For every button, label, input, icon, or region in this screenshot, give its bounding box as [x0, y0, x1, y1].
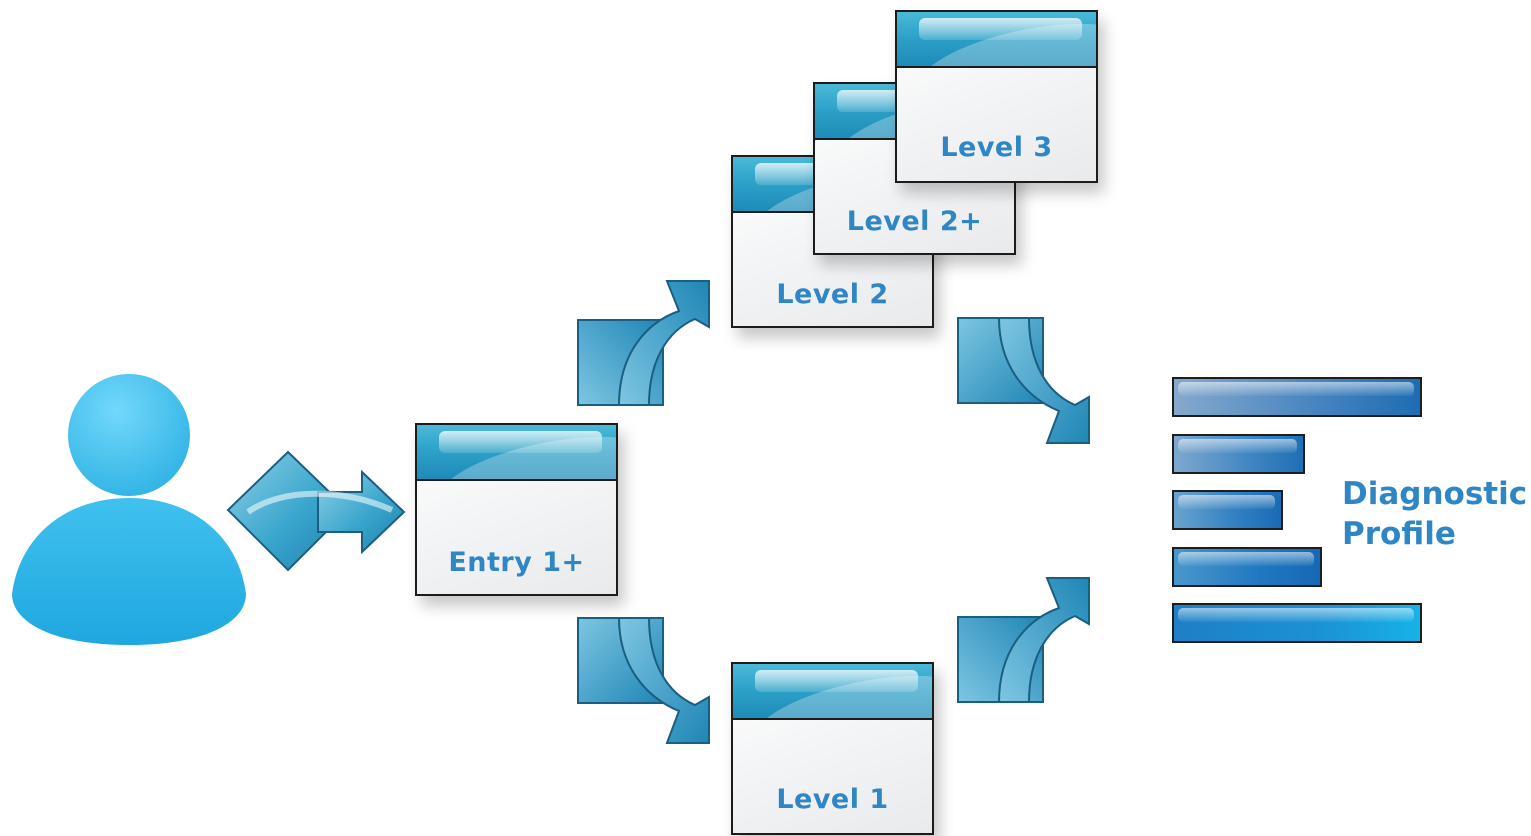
level-1-label: Level 1 — [776, 784, 889, 815]
profile-bar — [1172, 434, 1305, 474]
window-title-bar — [417, 425, 616, 481]
window-title-bar — [733, 664, 932, 720]
curved-arrow-icon — [577, 617, 710, 744]
entry-window: Entry 1+ — [415, 423, 618, 596]
diamond-arrow-icon — [226, 450, 406, 572]
profile-bar — [1172, 377, 1422, 417]
window-title-bar — [897, 12, 1096, 68]
level-2-plus-label: Level 2+ — [846, 206, 983, 237]
curved-arrow-icon — [957, 577, 1090, 703]
profile-bar — [1172, 547, 1322, 587]
user-icon — [12, 374, 246, 645]
curved-arrow-icon — [957, 317, 1090, 444]
level-3-label: Level 3 — [940, 132, 1053, 163]
level-1-window: Level 1 — [731, 662, 934, 835]
profile-bar — [1172, 603, 1422, 643]
curved-arrow-icon — [577, 280, 710, 406]
entry-label: Entry 1+ — [448, 547, 585, 578]
profile-label-line-2: Profile — [1342, 516, 1456, 552]
level-3-window: Level 3 — [895, 10, 1098, 183]
profile-bar — [1172, 490, 1283, 530]
profile-label-line-1: Diagnostic — [1342, 476, 1528, 512]
diagnostic-profile-label: Diagnostic Profile — [1342, 474, 1527, 554]
level-2-label: Level 2 — [776, 279, 889, 310]
